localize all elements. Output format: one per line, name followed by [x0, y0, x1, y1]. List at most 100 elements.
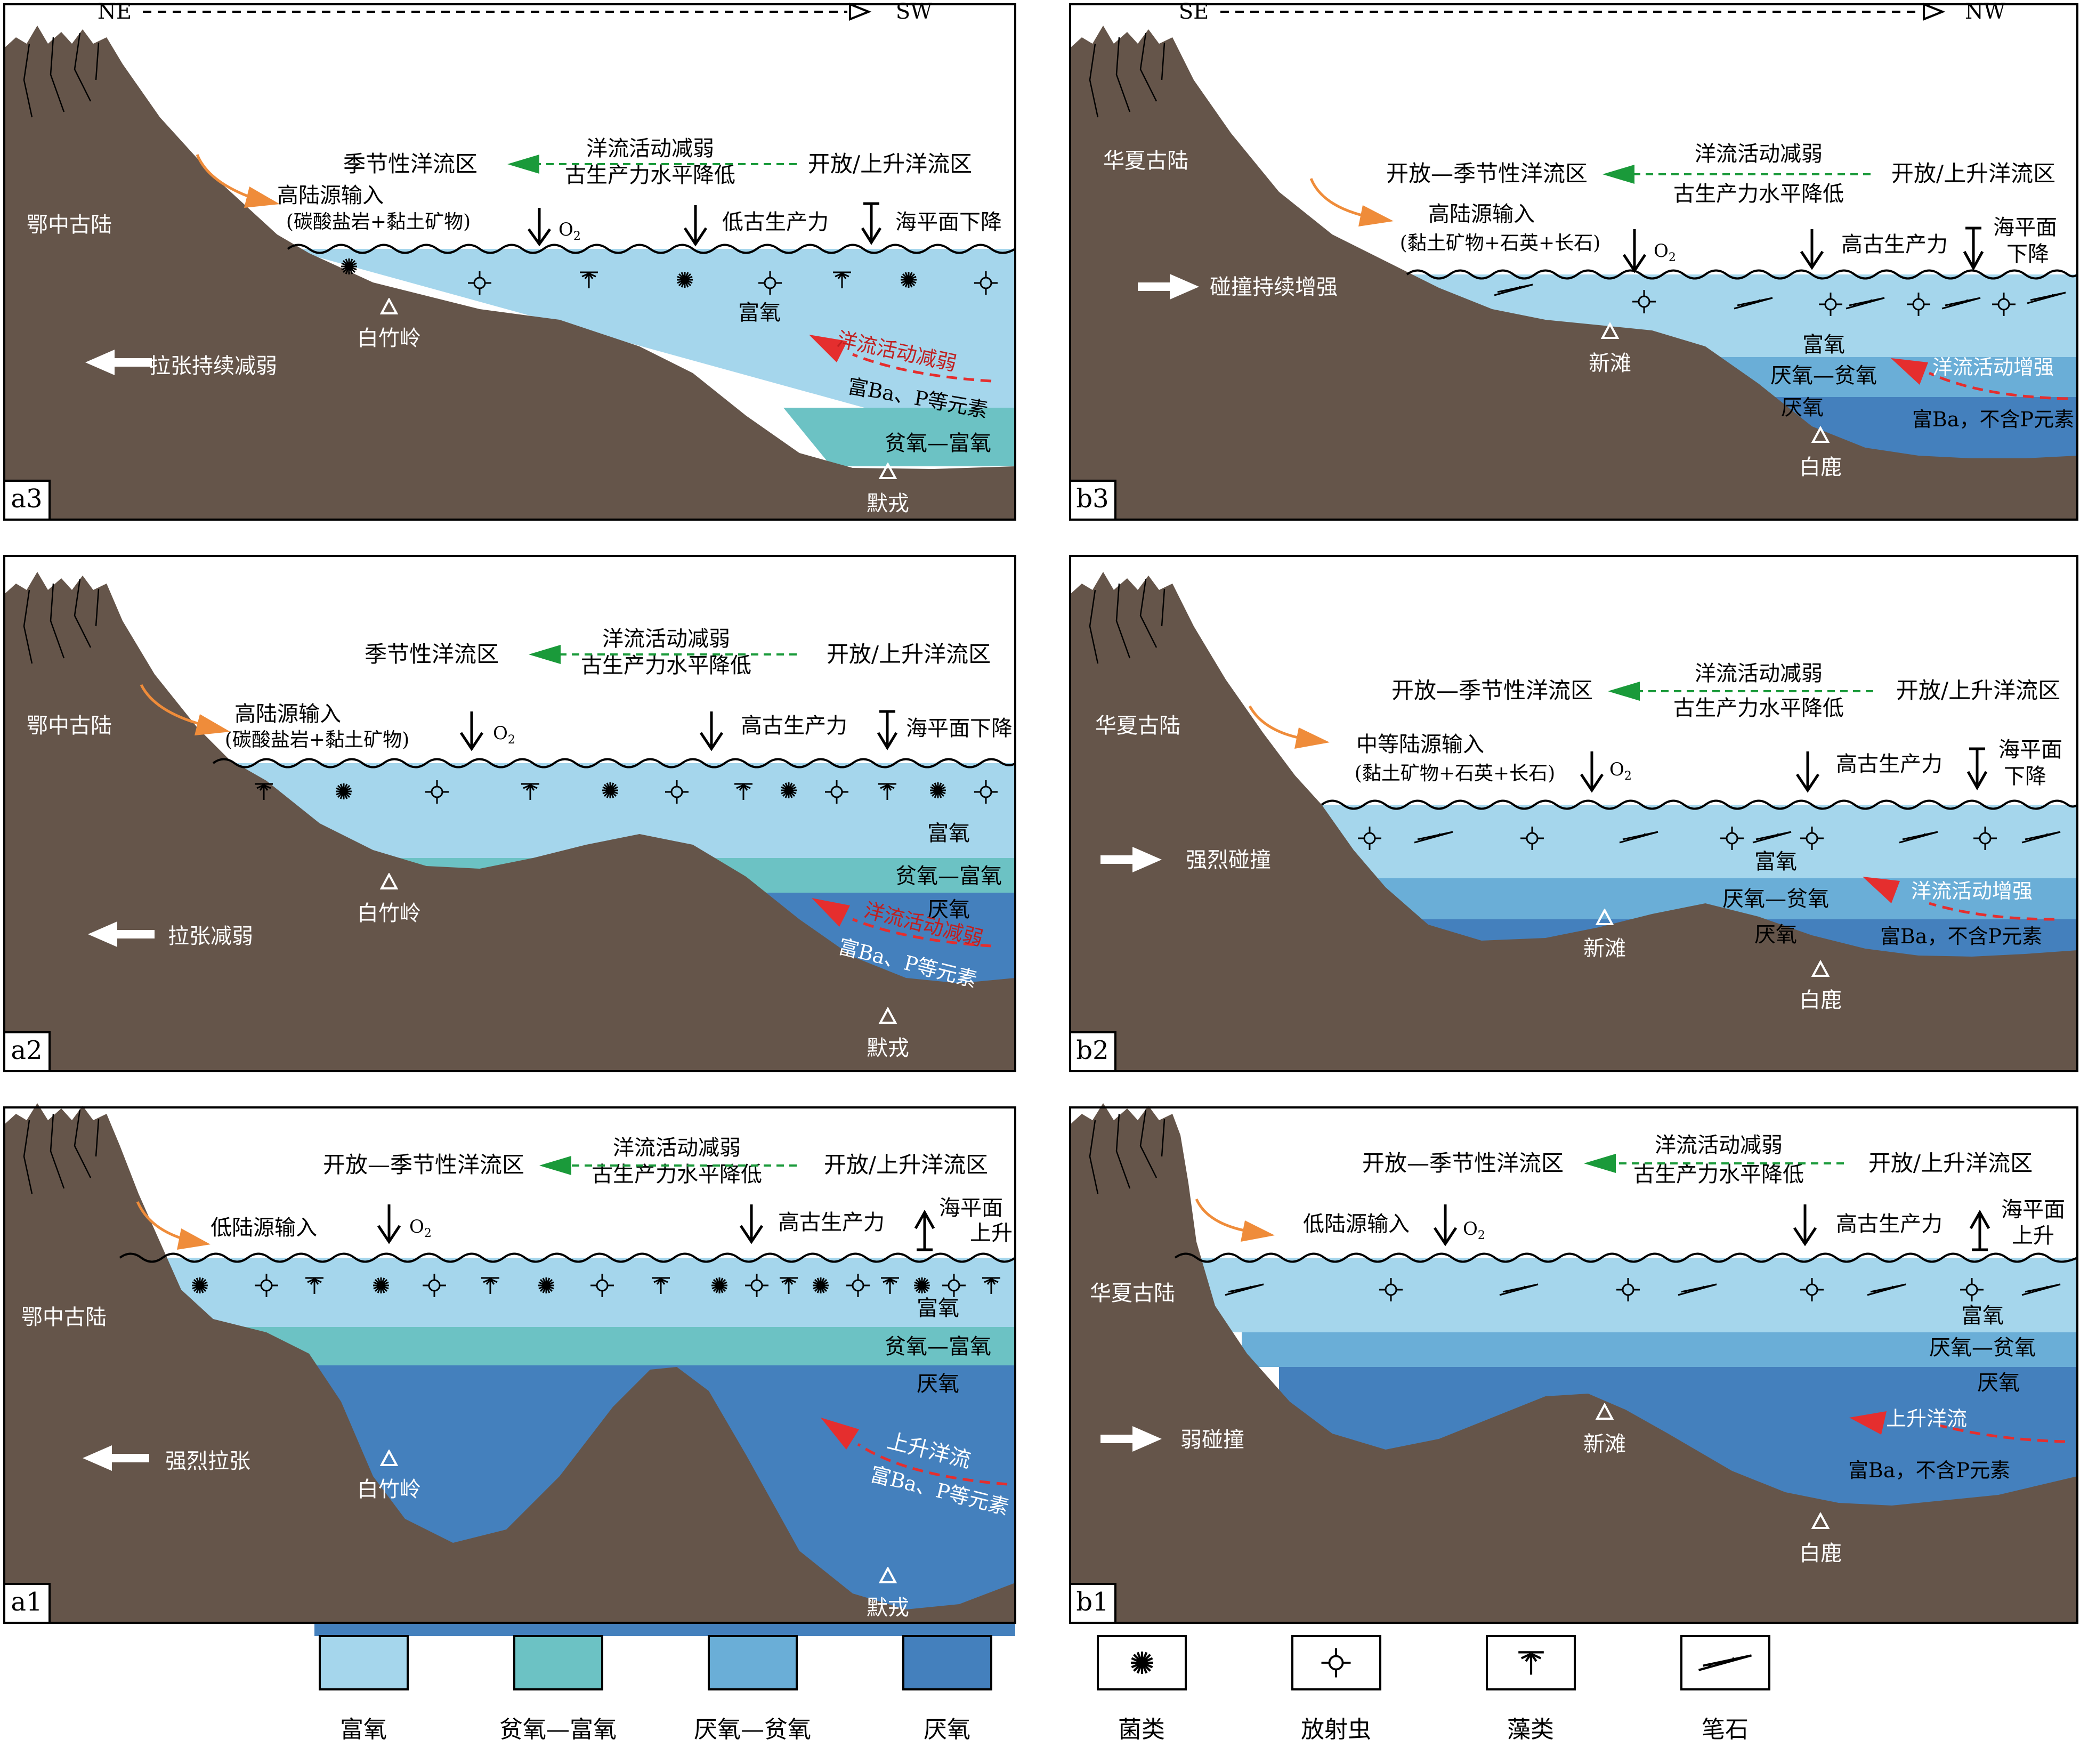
tectonic-arrow: [1138, 274, 1199, 300]
panel-label-box: [1069, 1031, 1116, 1072]
zone-left-label: 季节性洋流区: [365, 641, 499, 667]
direction-arrow-icon: [1923, 3, 1946, 21]
site2-label: 默戎: [867, 1036, 909, 1061]
productivity-label: 高古生产力: [741, 714, 847, 738]
zone-left-label: 开放—季节性洋流区: [323, 1152, 524, 1178]
o2-label: O2: [1654, 240, 1676, 264]
panel-label-box: [1069, 1583, 1116, 1624]
layer-oxic-label: 富氧: [1754, 849, 1797, 874]
site2-label: 默戎: [867, 1596, 909, 1620]
o2-label: O2: [1609, 759, 1632, 783]
sealevel-label-2: 上升: [970, 1221, 1013, 1245]
tectonic-label: 碰撞持续增强: [1210, 275, 1338, 300]
green-arrow-head: [539, 1156, 571, 1175]
layer-anoxic-label: 厌氧: [927, 897, 970, 922]
fungi-icon: [676, 271, 694, 289]
fungi-icon: [780, 781, 798, 799]
panel-frame: [3, 1106, 1016, 1624]
productivity-decrease-label: 古生产力水平降低: [565, 163, 735, 188]
green-arrow-head: [1608, 682, 1640, 701]
panel-frame: [1069, 3, 2078, 521]
input-label: 高陆源输入: [277, 183, 384, 208]
o2-down-arrow: [527, 208, 552, 247]
layer-suboxic-label: 贫氧—富氧: [885, 1334, 991, 1359]
productivity-label: 低古生产力: [722, 210, 829, 234]
fungi-icon: [1131, 1652, 1153, 1674]
red-current-label: 上升洋流: [1886, 1407, 1967, 1430]
oxic-layer: [120, 1258, 1015, 1327]
input-label: 低陆源输入: [1303, 1212, 1410, 1236]
green-arrow-head: [529, 645, 561, 664]
continent-label: 华夏古陆: [1095, 714, 1180, 738]
fungi-icon: [710, 1276, 729, 1294]
fungi-icon: [191, 1276, 209, 1294]
input-detail-label: (碳酸盐岩+黏土矿物): [286, 211, 471, 233]
direction-right: NW: [1965, 0, 2005, 24]
panel-frame: [1069, 555, 2078, 1072]
legend-label-graptolite: 笔石: [1702, 1716, 1749, 1743]
elements-label: 富Ba，不含P元素: [1912, 408, 2074, 431]
sealevel-label-1: 海平面: [2001, 1197, 2065, 1222]
current-weaken-label: 洋流活动减弱: [613, 1136, 741, 1160]
sealevel-label-1: 海平面: [1998, 738, 2062, 762]
mountain-ridges: [1089, 33, 1166, 118]
productivity-label: 高古生产力: [1841, 232, 1948, 257]
layer-suboxic-label: 贫氧—富氧: [885, 431, 991, 456]
land-mass: [1070, 26, 2077, 520]
zone-left-label: 季节性洋流区: [343, 151, 477, 177]
red-arrow-head: [812, 898, 850, 927]
productivity-decrease-label: 古生产力水平降低: [1673, 182, 1844, 206]
legend-box-algae: [1486, 1635, 1576, 1690]
fungi-icon: [900, 271, 918, 289]
red-arrow-head: [1863, 877, 1900, 903]
input-label: 低陆源输入: [211, 1216, 317, 1240]
o2-down-arrow: [1580, 751, 1604, 793]
o2-label: O2: [493, 723, 515, 747]
red-current-line: [852, 918, 992, 948]
orange-arrow-head: [1294, 727, 1330, 749]
legend-box-radiolarian: [1291, 1635, 1381, 1690]
panel-frame: [3, 555, 1016, 1072]
wave-surface: [1406, 269, 2078, 280]
sealevel-arrow: [914, 1209, 935, 1251]
panel-label: a2: [11, 1035, 42, 1065]
site1-label: 白竹岭: [357, 1477, 421, 1502]
red-current-label: 洋流活动增强: [1932, 355, 2054, 379]
tectonic-label: 强烈碰撞: [1186, 848, 1271, 872]
tectonic-arrow: [85, 350, 152, 375]
o2-down-arrow: [459, 711, 484, 751]
layer-oxic-label: 富氧: [927, 821, 970, 846]
panel-b3: b3 洋流活动减弱 古生产力水平降低 开放—季节性洋流区 开放/上升洋流区 高陆…: [1069, 3, 2078, 521]
panel-frame: [1069, 1106, 2078, 1624]
red-current-line: [1939, 1424, 2066, 1443]
orange-arrow-head: [195, 714, 230, 735]
layer-dysoxic-label: 厌氧—贫氧: [1770, 363, 1877, 388]
o2-label: O2: [409, 1216, 432, 1240]
wave-surface: [119, 1252, 1016, 1263]
layer-oxic-label: 富氧: [1802, 333, 1845, 357]
productivity-decrease-label: 古生产力水平降低: [1633, 1162, 1804, 1187]
tectonic-arrow: [1100, 1426, 1162, 1452]
suboxic-layer: [783, 408, 1015, 466]
sealevel-arrow: [1969, 1209, 1990, 1251]
direction-left: NE: [98, 0, 132, 24]
input-detail-label: (碳酸盐岩+黏土矿物): [225, 729, 409, 751]
panel-label-box: [3, 480, 51, 521]
elements-label: 富Ba，不含P元素: [1848, 1459, 2010, 1482]
land-mass: [4, 1103, 1015, 1623]
o2-down-arrow: [1433, 1204, 1458, 1247]
legend-swatch-oxic: [319, 1635, 409, 1690]
current-weaken-label: 洋流活动减弱: [1695, 142, 1823, 166]
legend-swatch-dysoxic: [708, 1635, 798, 1690]
land-mass: [1070, 1103, 2077, 1623]
sealevel-label: 海平面下降: [895, 210, 1002, 234]
o2-down-arrow: [1622, 229, 1647, 273]
red-current-line: [852, 353, 992, 383]
direction-left: SE: [1179, 0, 1209, 24]
productivity-label: 高古生产力: [778, 1210, 885, 1235]
productivity-decrease-label: 古生产力水平降低: [1673, 696, 1844, 721]
layer-dysoxic-label: 厌氧—贫氧: [1722, 887, 1829, 911]
productivity-label: 高古生产力: [1836, 752, 1943, 776]
legend-label-suboxic: 贫氧—富氧: [499, 1716, 617, 1743]
fungi-icon: [335, 782, 353, 800]
